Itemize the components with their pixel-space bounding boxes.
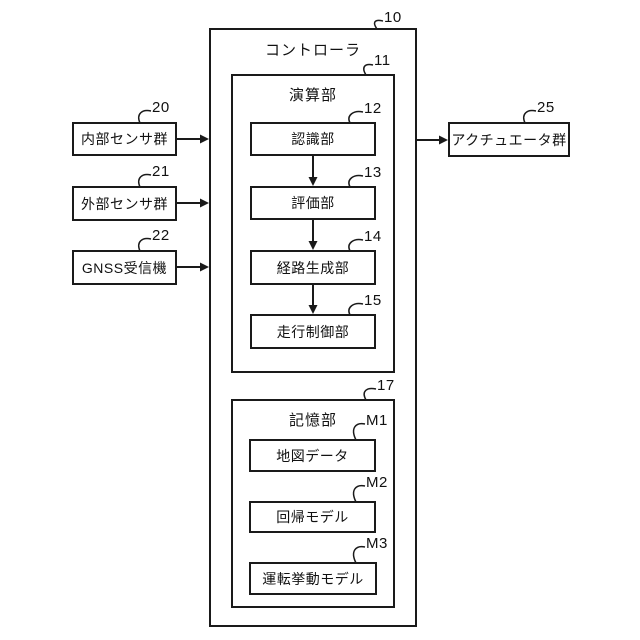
ref-number-22: 22 <box>152 227 170 244</box>
leader-ref-13 <box>348 174 364 188</box>
leader-ref-m1 <box>352 422 366 441</box>
ref-number-10: 10 <box>384 9 402 26</box>
external-sensor-group-label: 外部センサ群 <box>81 195 168 212</box>
leader-ref-21 <box>138 173 152 188</box>
route-generation-unit-box: 経路生成部 <box>250 250 376 285</box>
arrowhead-internal-sensors <box>200 134 209 144</box>
ref-number-15: 15 <box>364 292 382 309</box>
recognition-unit-label: 認識部 <box>291 131 335 147</box>
arrowhead-actuators <box>439 135 448 145</box>
travel-control-unit-label: 走行制御部 <box>276 323 350 340</box>
ref-number-11: 11 <box>374 52 391 69</box>
driving-behavior-model-box: 運転挙動モデル <box>249 562 377 595</box>
ref-number-25: 25 <box>537 99 555 116</box>
route-generation-unit-label: 経路生成部 <box>276 259 350 276</box>
arrowhead-evaluation <box>308 177 318 186</box>
ref-number-14: 14 <box>364 228 382 245</box>
arrowhead-external-sensors <box>200 198 209 208</box>
external-sensor-group-box: 外部センサ群 <box>72 186 177 221</box>
leader-ref-17 <box>363 387 377 401</box>
storage-unit-label: 記憶部 <box>288 412 337 429</box>
travel-control-unit-box: 走行制御部 <box>250 314 376 349</box>
leader-ref-14 <box>348 238 364 252</box>
map-data-box: 地図データ <box>249 439 376 472</box>
regression-model-box: 回帰モデル <box>249 501 376 533</box>
leader-ref-m2 <box>352 484 366 503</box>
gnss-receiver-label: GNSS受信機 <box>81 259 168 276</box>
ref-number-m2: M2 <box>366 474 388 491</box>
ref-number-13: 13 <box>364 164 382 181</box>
internal-sensor-group-label: 内部センサ群 <box>81 131 168 147</box>
recognition-unit-box: 認識部 <box>250 122 376 156</box>
driving-behavior-model-label: 運転挙動モデル <box>262 570 364 587</box>
ref-number-21: 21 <box>152 163 170 180</box>
actuator-group-box: アクチュエータ群 <box>448 122 570 157</box>
storage-unit-box: 記憶部 <box>231 399 395 608</box>
gnss-receiver-box: GNSS受信機 <box>72 250 177 285</box>
arrowhead-gnss <box>200 262 209 272</box>
ref-number-17: 17 <box>377 377 395 394</box>
arrowhead-travel <box>308 305 318 314</box>
compute-unit-label: 演算部 <box>288 87 337 104</box>
controller-box: コントローラ <box>209 28 417 627</box>
actuator-group-label: アクチュエータ群 <box>451 131 567 148</box>
controller-label: コントローラ <box>264 42 361 59</box>
leader-ref-20 <box>138 109 152 124</box>
map-data-label: 地図データ <box>276 447 349 464</box>
leader-ref-12 <box>348 110 364 124</box>
leader-ref-22 <box>138 237 152 252</box>
internal-sensor-group-box: 内部センサ群 <box>72 122 177 156</box>
compute-unit-box: 演算部 <box>231 74 395 373</box>
leader-ref-25 <box>523 109 537 124</box>
leader-ref-11 <box>363 63 374 76</box>
ref-number-12: 12 <box>364 100 382 117</box>
ref-number-20: 20 <box>152 99 170 116</box>
leader-ref-10 <box>373 19 384 30</box>
ref-number-m1: M1 <box>366 412 388 429</box>
ref-number-m3: M3 <box>366 535 388 552</box>
evaluation-unit-label: 評価部 <box>291 195 335 211</box>
leader-ref-15 <box>348 302 364 316</box>
evaluation-unit-box: 評価部 <box>250 186 376 220</box>
leader-ref-m3 <box>352 545 366 564</box>
arrowhead-route <box>308 241 318 250</box>
regression-model-label: 回帰モデル <box>276 509 349 525</box>
